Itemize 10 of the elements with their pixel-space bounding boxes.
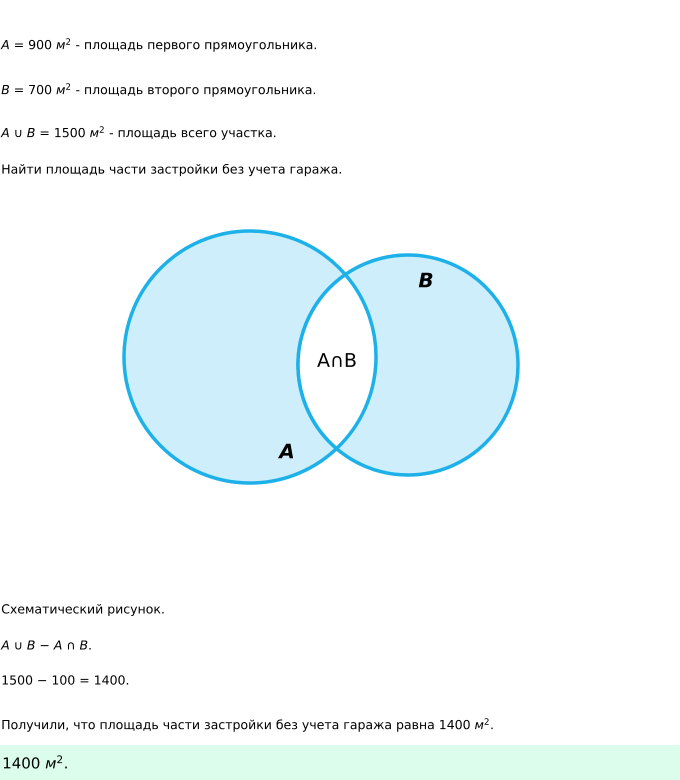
intersection-region: A∩B [296,272,378,450]
text-line: A = 900 м$^{2}$ - площадь первого прямоугольника. [0,38,316,52]
text-line: A ∪ B − A ∩ B. [0,640,91,650]
text-line: 1500 − 100 = 1400. [2,675,128,685]
text-line: Получили, что площадь части застройки без учета гаража равна 1400 м$^{2}$. [2,718,493,732]
text-line: B = 700 м$^{2}$ - площадь второго прямоугольника. [2,83,316,97]
text-line: Схематический рисунок. [2,604,164,616]
text-line: Найти площадь части застройки без учета гаража. [2,164,341,176]
answer-box: 1400 м$^{2}$. [0,745,680,780]
text-line: A ∪ B = 1500 м$^{2}$ - площадь всего участка. [0,126,276,140]
